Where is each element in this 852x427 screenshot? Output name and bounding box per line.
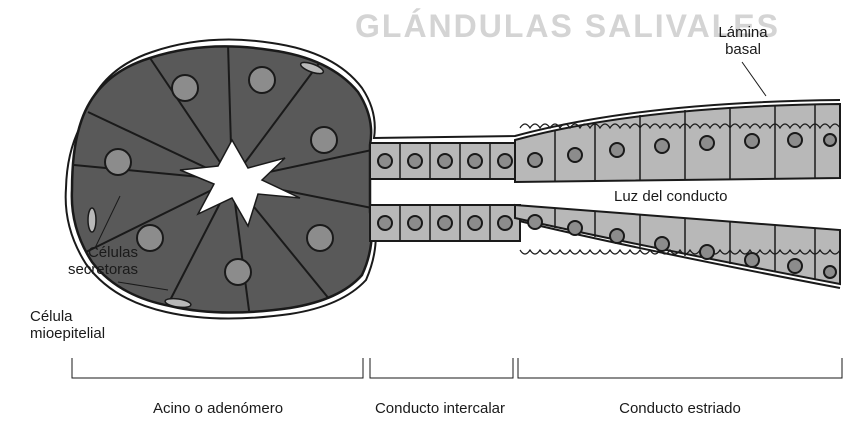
region-label-intercalated: Conducto intercalar [360,400,520,417]
region-label-acinus: Acino o adenómero [72,400,364,417]
lamina-label: Lámina basal [713,24,773,58]
lumen-label: Luz del conducto [614,188,727,205]
myoepithelial-label: Célula mioepitelial [30,308,140,342]
region-label-striated: Conducto estriado [518,400,842,417]
secretory-cells-label: Células secretoras [28,244,138,278]
region-brackets [72,358,842,378]
